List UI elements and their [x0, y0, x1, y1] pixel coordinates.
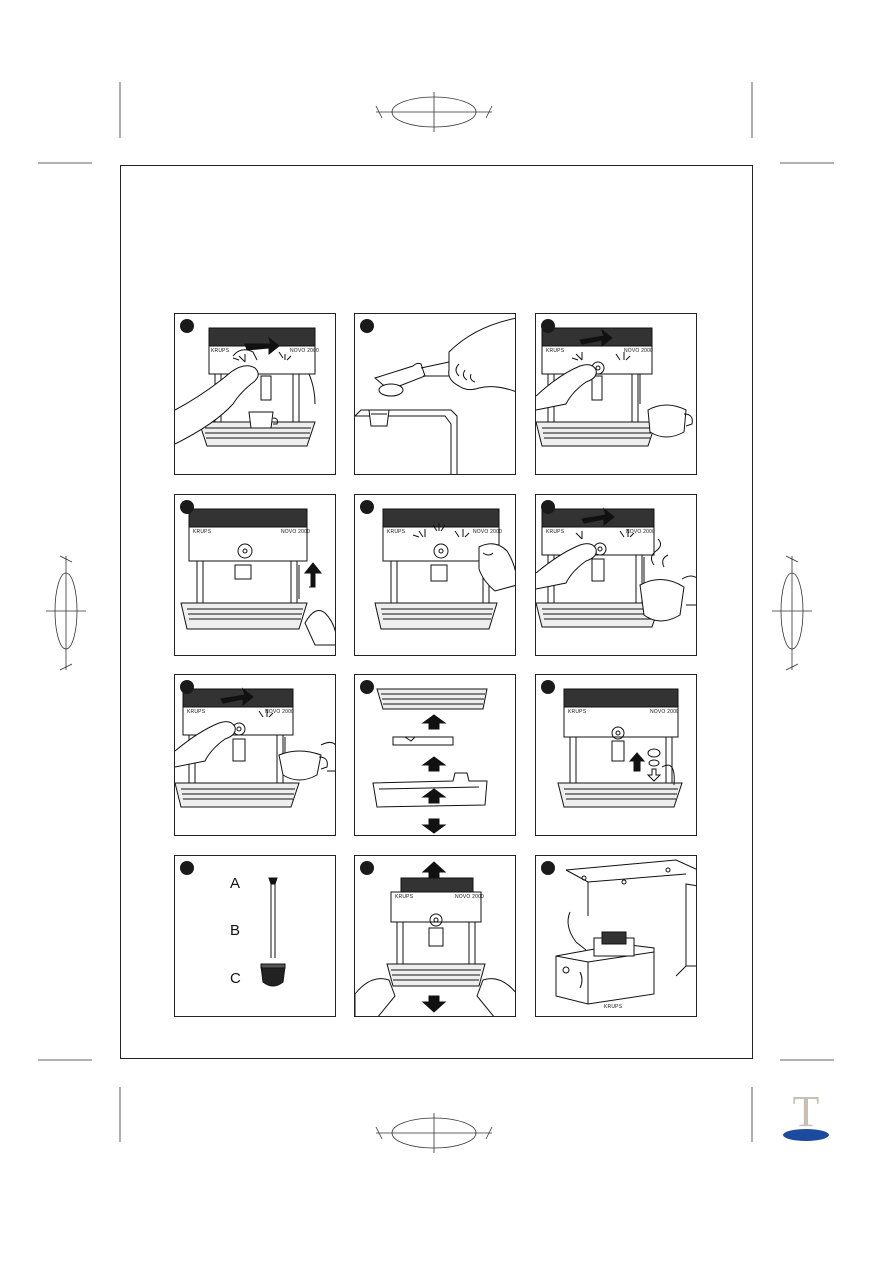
panel-12: KRUPS — [535, 855, 697, 1017]
step-badge — [180, 319, 194, 333]
brand-right: NOVO 2000 — [265, 709, 295, 715]
steam-milk-illustration — [536, 327, 693, 447]
brand-left: KRUPS — [387, 529, 406, 535]
machine-base-illustration — [555, 859, 696, 1005]
part-label-c: C — [230, 970, 241, 987]
brand-right: NOVO 2000 — [290, 348, 320, 354]
panel-8 — [354, 674, 516, 836]
panel-3: KRUPS NOVO 2000 — [535, 313, 697, 475]
panel-7: KRUPS NOVO 2000 — [174, 674, 336, 836]
panel-11: KRUPS NOVO 2000 — [354, 855, 516, 1017]
panel-9: KRUPS NOVO 2000 — [535, 674, 697, 836]
panel-2 — [354, 313, 516, 475]
panel-1: KRUPS NOVO 2000 — [174, 313, 336, 475]
brand-right: NOVO 2000 — [281, 529, 311, 535]
step-badge — [541, 500, 555, 514]
language-tab: T — [783, 1090, 829, 1148]
step-badge — [541, 319, 555, 333]
step-badge — [541, 861, 555, 875]
step-badge — [180, 500, 194, 514]
step-badge — [360, 861, 374, 875]
brand-bottom: KRUPS — [604, 1004, 623, 1010]
steam-nozzle-up-illustration — [180, 508, 335, 646]
part-label-b: B — [230, 922, 241, 939]
step-badge — [541, 680, 555, 694]
froth-milk-illustration — [536, 507, 696, 628]
brand-left: KRUPS — [395, 894, 414, 900]
step-badge — [180, 680, 194, 694]
nozzle-removal-illustration — [557, 688, 683, 808]
espresso-brew-illustration — [175, 327, 316, 447]
step-badge — [360, 680, 374, 694]
brand-left: KRUPS — [568, 709, 587, 715]
drip-tray-parts-illustration — [372, 688, 488, 834]
brand-left: KRUPS — [546, 529, 565, 535]
brand-right: NOVO 2000 — [624, 348, 654, 354]
brand-left: KRUPS — [187, 709, 206, 715]
nozzle-parts-illustration — [260, 877, 286, 987]
brand-right: NOVO 2000 — [473, 529, 503, 535]
panel-10: A B C — [174, 855, 336, 1017]
brand-left: KRUPS — [546, 348, 565, 354]
brand-right: NOVO 2000 — [650, 709, 680, 715]
panel-6: KRUPS NOVO 2000 — [535, 494, 697, 656]
step-badge — [180, 861, 194, 875]
page-frame — [120, 165, 753, 1059]
steam-knob-illustration — [374, 508, 515, 630]
panel-5: KRUPS NOVO 2000 — [354, 494, 516, 656]
step-badge — [360, 319, 374, 333]
tab-oval — [783, 1129, 829, 1141]
hot-water-illustration — [175, 687, 335, 808]
brand-right: NOVO 2000 — [455, 894, 485, 900]
part-label-a: A — [230, 875, 241, 892]
filter-holder-illustration — [355, 317, 515, 474]
brand-left: KRUPS — [193, 529, 212, 535]
step-badge — [360, 500, 374, 514]
panel-4: KRUPS NOVO 2000 — [174, 494, 336, 656]
tab-letter: T — [792, 1087, 820, 1136]
lift-machine-illustration — [355, 861, 515, 1016]
brand-right: NOVO 2000 — [626, 529, 656, 535]
brand-left: KRUPS — [211, 348, 230, 354]
